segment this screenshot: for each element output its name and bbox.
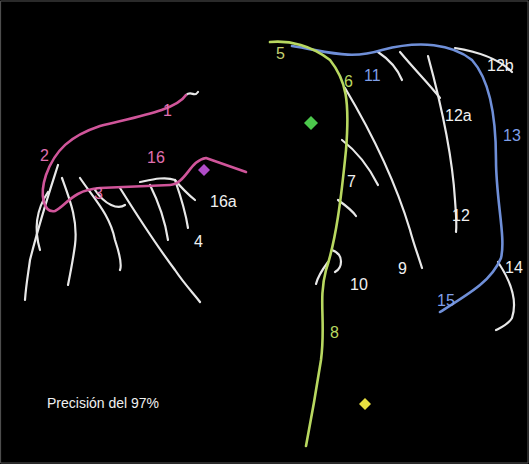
circumflex-artery: [292, 45, 502, 312]
segment-number: 8: [330, 325, 339, 341]
segment-number: 14: [505, 260, 523, 276]
segment-number: 5: [276, 46, 285, 62]
marker-diamond: [304, 116, 318, 130]
segment-number: 11: [364, 68, 381, 84]
anterior-descending-artery: [270, 42, 347, 446]
segment-number: 13: [503, 128, 521, 144]
segment-number: 1: [163, 103, 172, 119]
segment-number: 4: [194, 234, 203, 250]
marker-diamond: [359, 398, 371, 410]
segment-number: 6: [344, 74, 353, 90]
segment-number: 2: [40, 148, 49, 164]
segment-number: 10: [350, 277, 368, 293]
segment-number: 9: [398, 261, 407, 277]
segment-number: 16: [147, 150, 165, 166]
segment-number: 16a: [210, 194, 237, 210]
right-coronary-artery: [43, 95, 246, 211]
segment-number: 3: [94, 186, 103, 202]
marker-diamond: [198, 164, 210, 176]
accuracy-note: Precisión del 97%: [47, 396, 159, 410]
segment-number: 7: [347, 174, 356, 190]
segment-number: 12a: [445, 108, 472, 124]
segment-number: 15: [437, 293, 455, 309]
segment-number: 12b: [487, 58, 514, 74]
segment-number: 12: [452, 208, 470, 224]
